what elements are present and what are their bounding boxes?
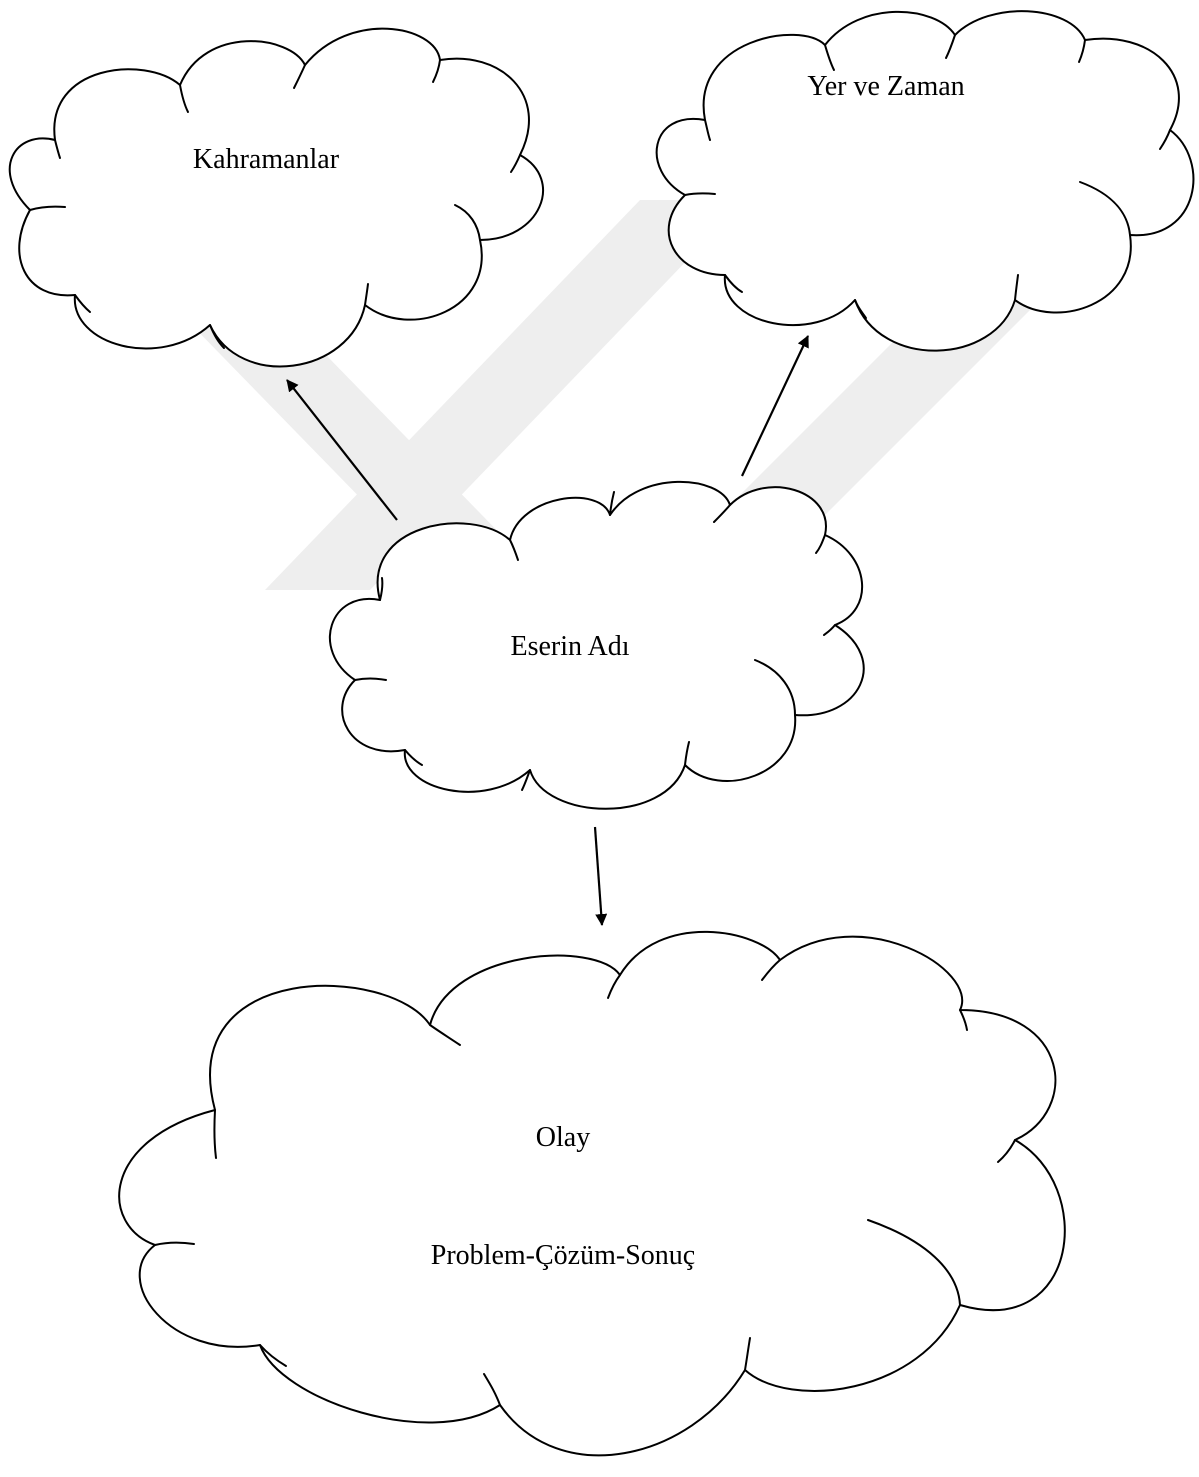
characters-label: Kahramanlar [193, 144, 340, 175]
characters-cloud-shape [8, 27, 545, 368]
characters-cloud: Kahramanlar [8, 27, 545, 368]
plot-cloud: Olay Problem-Çözüm-Sonuç [118, 930, 1066, 1457]
plot-sublabel: Problem-Çözüm-Sonuç [431, 1240, 695, 1271]
plot-label: Olay [536, 1122, 590, 1153]
arrow-title-to-plot [593, 826, 608, 926]
title-cloud: Eserin Adı [328, 480, 865, 810]
setting-cloud-shape [655, 10, 1195, 352]
arrow-title-to-characters [286, 379, 398, 521]
plot-cloud-shape [118, 930, 1066, 1457]
arrow-title-to-setting [741, 335, 809, 477]
title-label: Eserin Adı [511, 631, 630, 662]
setting-cloud: Yer ve Zaman [655, 10, 1195, 352]
setting-label: Yer ve Zaman [807, 71, 964, 102]
